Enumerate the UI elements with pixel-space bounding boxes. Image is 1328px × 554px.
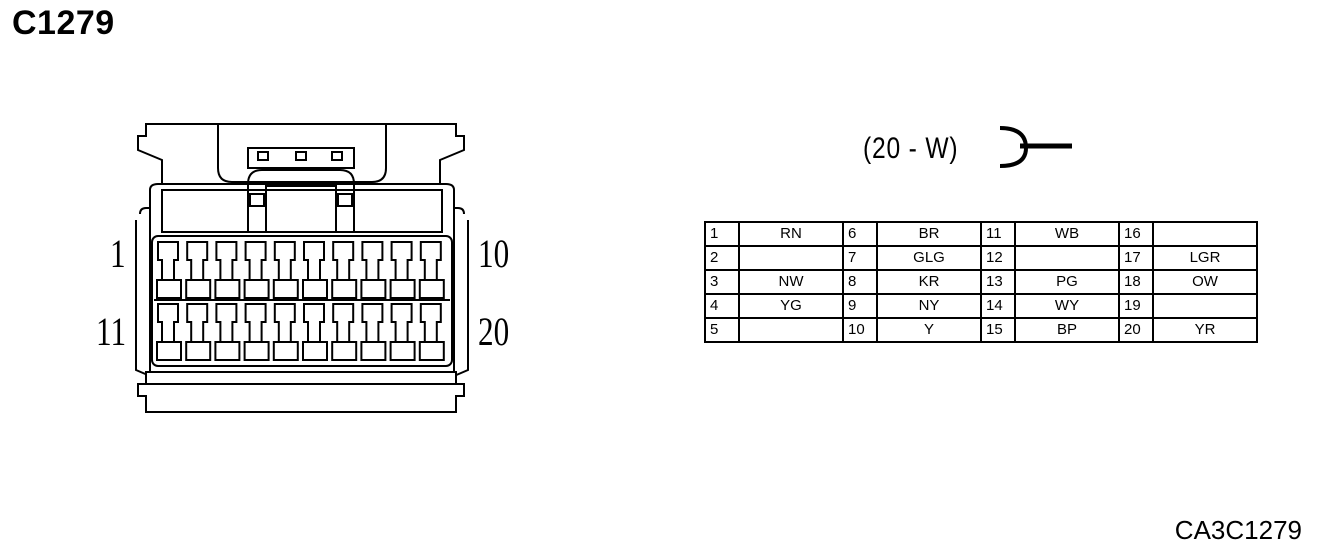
wire-color: PG [1014, 269, 1120, 295]
pin-label-20: 20 [478, 309, 510, 354]
pin-number: 3 [704, 269, 740, 295]
terminal-lock [302, 279, 328, 299]
pin-number: 17 [1118, 245, 1154, 271]
pin-number: 2 [704, 245, 740, 271]
pin-number: 9 [842, 293, 878, 319]
terminal-lock [243, 341, 270, 361]
figure-reference: CA3C1279 [1174, 515, 1302, 545]
pin-label-11: 11 [96, 309, 127, 354]
wire-color: GLG [876, 245, 982, 271]
pin-number: 6 [842, 221, 878, 247]
wire-color: NW [738, 269, 844, 295]
terminal-lock [360, 341, 387, 361]
pin-number: 19 [1118, 293, 1154, 319]
pin-number: 13 [980, 269, 1016, 295]
pin-number: 1 [704, 221, 740, 247]
terminal-lock [389, 341, 416, 361]
terminal-lock [418, 279, 445, 299]
terminal-lock [185, 279, 212, 299]
terminal-lock [156, 341, 182, 361]
pin-number: 8 [842, 269, 878, 295]
pin-number: 12 [980, 245, 1016, 271]
wire-color [738, 317, 844, 343]
connector-title: C1279 [12, 4, 115, 42]
wire-color [738, 245, 844, 271]
terminal-lock [156, 279, 182, 299]
wire-color: WB [1014, 221, 1120, 247]
pin-number: 18 [1118, 269, 1154, 295]
wire-color: NY [876, 293, 982, 319]
wire-color: Y [876, 317, 982, 343]
wire-color: YR [1152, 317, 1258, 343]
wire-color: RN [738, 221, 844, 247]
pin-number: 11 [980, 221, 1016, 247]
wire-color: YG [738, 293, 844, 319]
connector-spec: (20 - W) [863, 132, 959, 165]
pin-number: 16 [1118, 221, 1154, 247]
terminal-lock [243, 279, 270, 299]
terminal-lock [302, 341, 328, 361]
terminal-lock [185, 341, 212, 361]
wire-color [1014, 245, 1120, 271]
terminal-lock [360, 279, 387, 299]
terminal-lock [418, 341, 445, 361]
wire-color: BP [1014, 317, 1120, 343]
pin-number: 5 [704, 317, 740, 343]
terminal-lock [272, 341, 299, 361]
terminal-lock [389, 279, 416, 299]
wire-color: BR [876, 221, 982, 247]
pin-number: 4 [704, 293, 740, 319]
wire-color: LGR [1152, 245, 1258, 271]
wire-color [1152, 221, 1258, 247]
terminal-lock [272, 279, 299, 299]
wire-color: OW [1152, 269, 1258, 295]
pin-number: 10 [842, 317, 878, 343]
pin-number: 14 [980, 293, 1016, 319]
wire-color: WY [1014, 293, 1120, 319]
terminal-lock [331, 279, 358, 299]
terminal-lock [214, 279, 241, 299]
pin-number: 7 [842, 245, 878, 271]
pin-label-1: 1 [110, 231, 126, 276]
pin-number: 15 [980, 317, 1016, 343]
terminal-lock [214, 341, 241, 361]
terminal-lock [331, 341, 358, 361]
pin-label-10: 10 [478, 231, 510, 276]
wire-color [1152, 293, 1258, 319]
wire-color: KR [876, 269, 982, 295]
pin-number: 20 [1118, 317, 1154, 343]
